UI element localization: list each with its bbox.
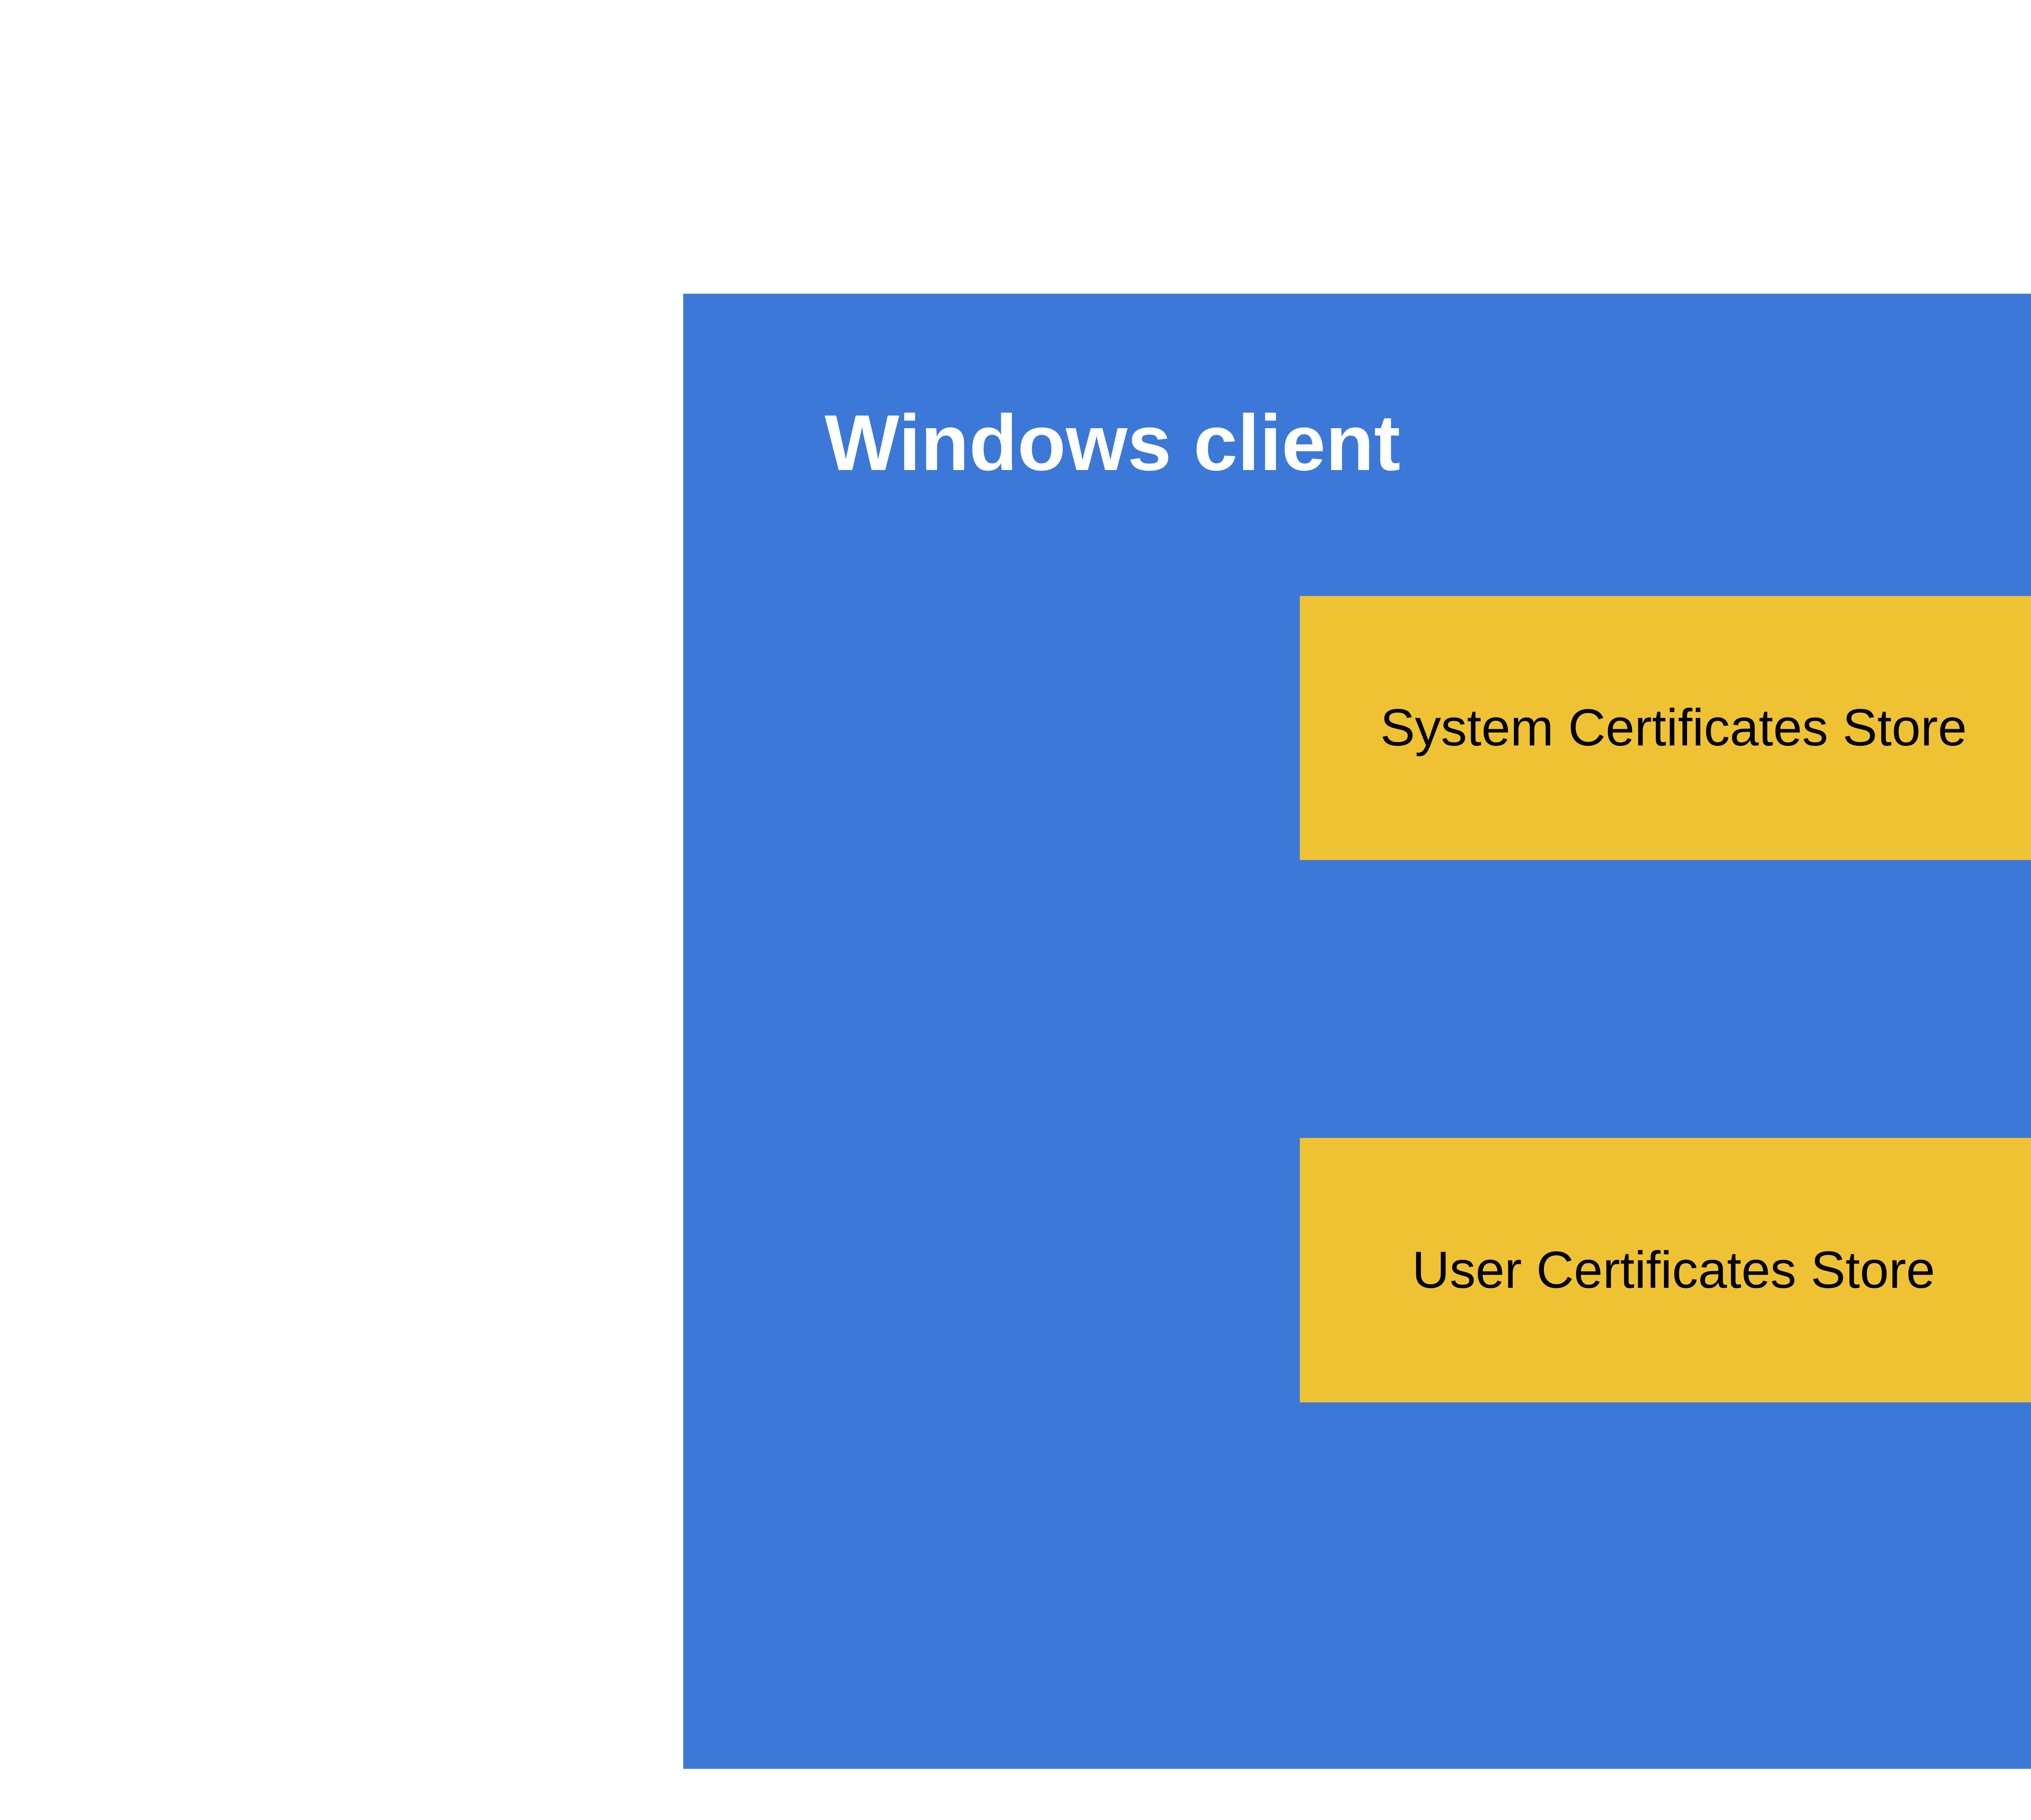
user-certificates-store-label: User Certificates Store <box>1412 1241 1935 1299</box>
windows-client-container: Windows client System Certificates Store… <box>683 294 2031 1769</box>
windows-client-title: Windows client <box>825 399 1401 487</box>
system-certificates-store-label: System Certificates Store <box>1380 699 1967 757</box>
user-certificates-store-box: User Certificates Store <box>1300 1138 2031 1402</box>
system-certificates-store-box: System Certificates Store <box>1300 596 2031 860</box>
